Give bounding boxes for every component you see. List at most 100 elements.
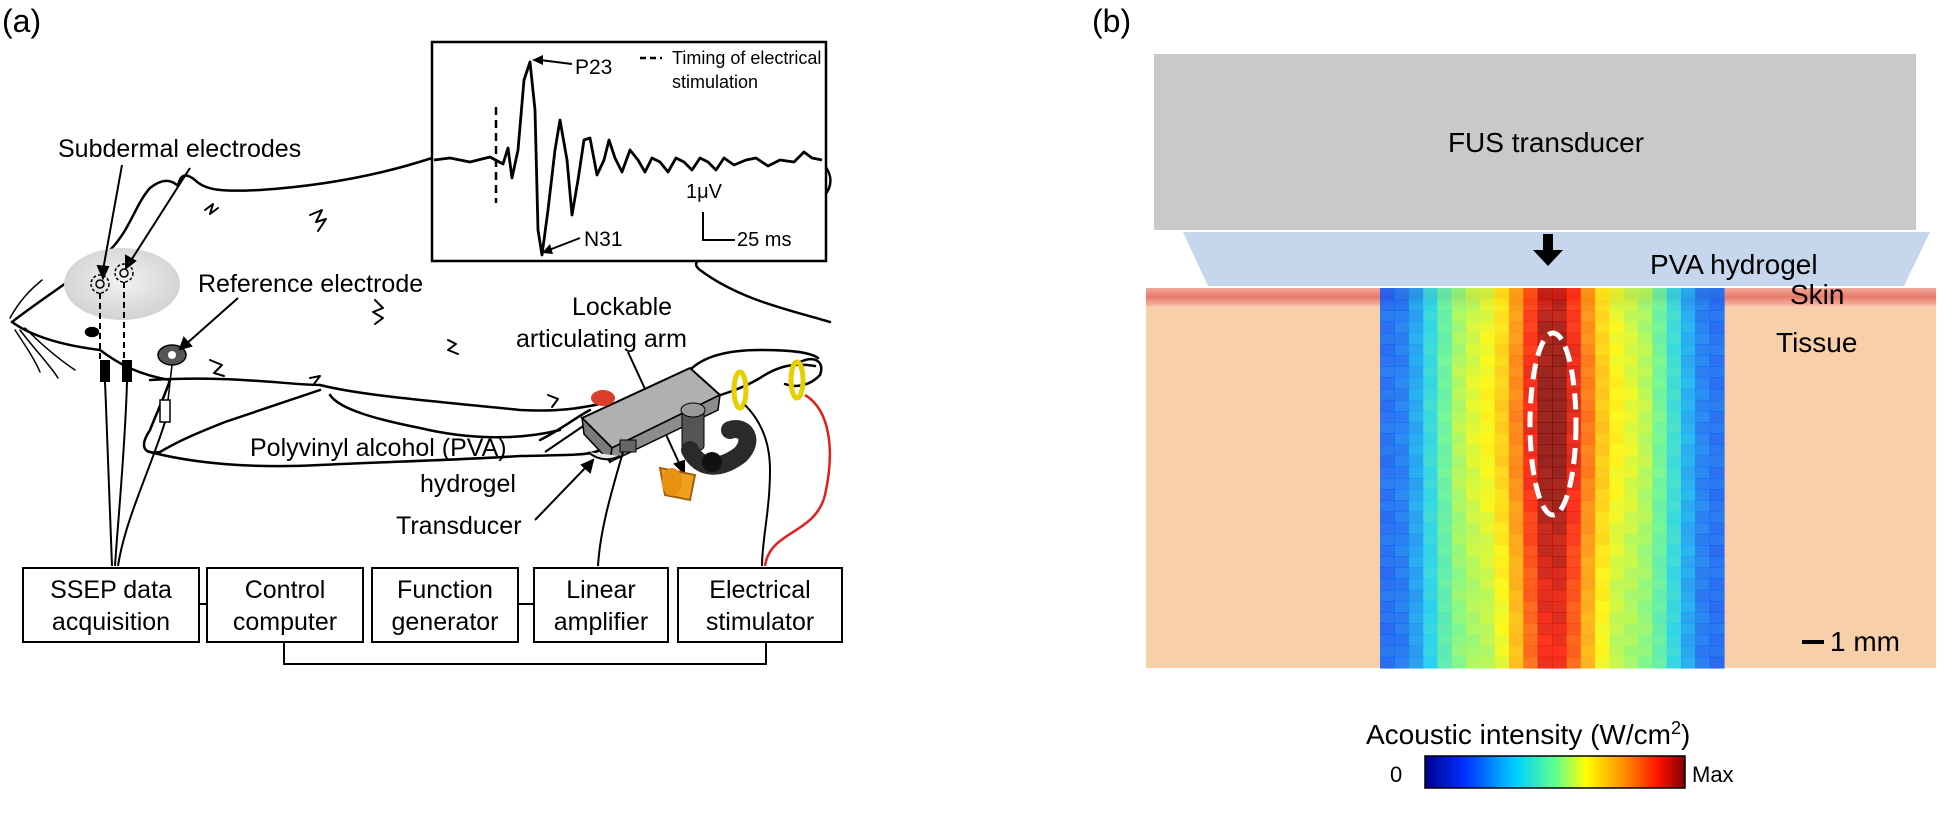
heatmap-cell [1709,410,1725,423]
heatmap-cell [1695,600,1711,613]
heatmap-cell [1394,623,1410,636]
heatmap-cell [1666,299,1682,311]
heatmap-cell [1394,288,1410,300]
heatmap-cell [1609,511,1625,524]
heatmap-cell [1709,623,1725,636]
heatmap-cell [1595,288,1610,300]
heatmap-cell [1380,511,1395,524]
colorbar-title: Acoustic intensity (W/cm2) [1366,718,1690,750]
heatmap-cell [1609,478,1625,490]
heatmap-cell [1652,600,1668,613]
heatmap-cell [1595,656,1610,669]
heatmap-cell [1523,321,1539,334]
heatmap-cell [1494,466,1510,479]
heatmap-cell [1437,299,1453,311]
heatmap-cell [1423,589,1438,602]
heatmap-cell [1709,567,1725,580]
heatmap-cell [1681,500,1696,513]
heatmap-cell [1638,556,1653,569]
heatmap-cell [1566,556,1582,569]
heatmap-cell [1466,444,1481,457]
heatmap-cell [1537,355,1553,367]
heatmap-cell [1466,433,1481,446]
heatmap-cell [1609,489,1625,501]
heatmap-cell [1423,500,1438,513]
heatmap-cell [1666,511,1682,524]
heatmap-cell [1638,355,1653,367]
heatmap-cell [1480,288,1496,300]
heatmap-cell [1566,645,1582,658]
skin-label: Skin [1790,279,1844,310]
transducer-label: Transducer [396,512,522,540]
heatmap-cell [1537,410,1553,423]
heatmap-cell [1437,545,1453,557]
heatmap-cell [1580,410,1596,423]
heatmap-cell [1437,589,1453,602]
heatmap-cell [1480,656,1496,669]
heatmap-cell [1408,511,1424,524]
heatmap-cell [1423,422,1438,434]
heatmap-cell [1509,377,1524,390]
heatmap-cell [1652,634,1668,647]
electrode-wires [104,381,166,567]
heatmap-cell [1609,388,1625,401]
heatmap-cell [1595,556,1610,569]
heatmap-cell [1652,545,1668,557]
heatmap-cell [1709,600,1725,613]
heatmap-cell [1466,567,1481,580]
heatmap-cell [1566,578,1582,591]
heatmap-cell [1466,600,1481,613]
heatmap-cell [1580,288,1596,300]
heatmap-cell [1666,388,1682,401]
heatmap-cell [1466,422,1481,434]
heatmap-cell [1695,332,1711,345]
heatmap-cell [1494,522,1510,535]
heatmap-cell [1695,500,1711,513]
acoustic-intensity-heatmap [1380,288,1725,669]
heatmap-cell [1623,422,1639,434]
heatmap-cell [1580,299,1596,311]
heatmap-cell [1437,321,1453,334]
heatmap-cell [1466,455,1481,468]
heatmap-cell [1537,366,1553,379]
heatmap-cell [1709,511,1725,524]
heatmap-cell [1681,578,1696,591]
heatmap-cell [1509,321,1524,334]
heatmap-cell [1638,310,1653,323]
heatmap-cell [1380,634,1395,647]
heatmap-cell [1509,410,1524,423]
heatmap-cell [1709,556,1725,569]
heatmap-cell [1451,634,1467,647]
heatmap-cell [1609,545,1625,557]
heatmap-cell [1509,545,1524,557]
heatmap-cell [1666,422,1682,434]
heatmap-cell [1394,511,1410,524]
heatmap-cell [1451,567,1467,580]
heatmap-cell [1652,656,1668,669]
heatmap-cell [1638,377,1653,390]
heatmap-cell [1423,444,1438,457]
heatmap-cell [1466,645,1481,658]
heatmap-cell [1423,567,1438,580]
heatmap-cell [1695,478,1711,490]
heatmap-cell [1681,455,1696,468]
heatmap-cell [1638,366,1653,379]
heatmap-cell [1466,388,1481,401]
heatmap-cell [1595,388,1610,401]
heatmap-cell [1623,478,1639,490]
heatmap-cell [1666,433,1682,446]
amplifier-box-line1: Linear [566,576,636,604]
heatmap-cell [1638,634,1653,647]
heatmap-cell [1681,545,1696,557]
stimulator-box-line1: Electrical [709,576,810,604]
heatmap-cell [1695,321,1711,334]
heatmap-cell [1666,645,1682,658]
heatmap-cell [1652,377,1668,390]
heatmap-cell [1380,399,1395,412]
heatmap-cell [1509,489,1524,501]
heatmap-cell [1709,299,1725,311]
heatmap-cell [1552,366,1567,379]
heatmap-cell [1566,567,1582,580]
heatmap-cell [1552,299,1567,311]
heatmap-cell [1681,310,1696,323]
